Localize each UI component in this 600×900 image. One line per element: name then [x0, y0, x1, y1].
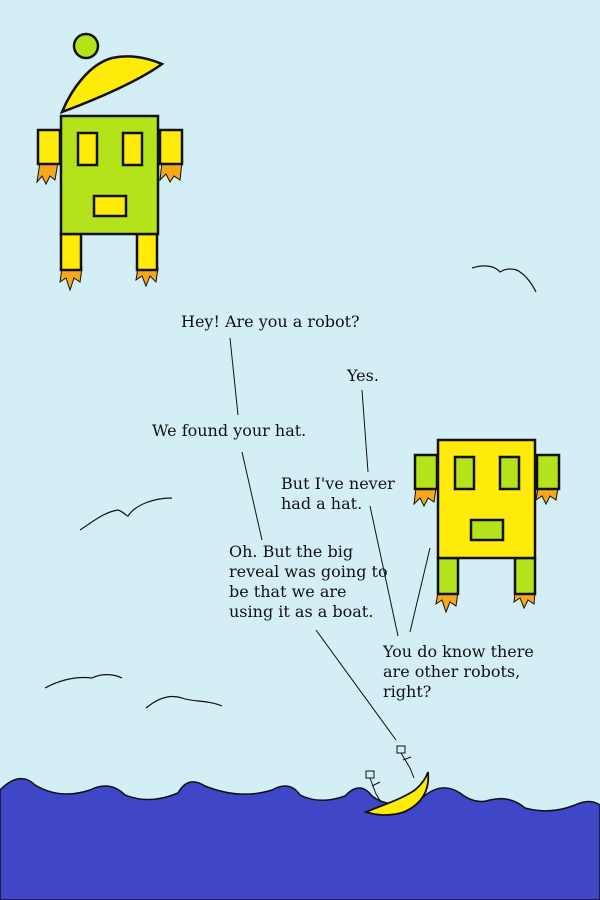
bird-icon	[44, 674, 123, 689]
speech-line: reveal was going to	[229, 562, 388, 581]
tiny-robot-icon	[365, 770, 382, 803]
bird-icon	[145, 695, 223, 709]
robot-leg	[135, 232, 159, 272]
speech-line: are other robots,	[383, 662, 521, 681]
speech-line: Oh. But the big	[229, 542, 354, 561]
bird-icon	[79, 497, 173, 531]
green-robot	[36, 32, 184, 292]
robot-arm	[413, 453, 439, 491]
robot-eye	[498, 455, 521, 491]
bird-icon	[471, 265, 537, 293]
speech-line: right?	[383, 682, 432, 701]
pointer-line	[409, 547, 431, 633]
robot-arm	[535, 453, 561, 491]
birds	[44, 265, 537, 709]
speech-pointers	[229, 337, 431, 741]
robot-leg	[436, 556, 460, 596]
robot-eye	[121, 131, 144, 167]
hat-pompom	[72, 32, 100, 60]
tiny-robot-icon	[396, 745, 415, 779]
pointer-line	[315, 629, 397, 741]
flame-icon	[413, 487, 437, 508]
robot-mouth	[469, 518, 505, 542]
yellow-robot	[413, 438, 561, 614]
speech-found-hat: We found your hat.	[152, 421, 307, 440]
hat-boat	[363, 745, 430, 816]
speech-hey-robot: Hey! Are you a robot?	[181, 312, 360, 331]
sea	[0, 777, 600, 900]
robot-arm	[36, 128, 62, 166]
robot-leg	[59, 232, 83, 272]
pointer-line	[241, 451, 263, 541]
robot-mouth	[92, 194, 128, 218]
pointer-line	[361, 389, 369, 473]
boat-hat-icon	[363, 771, 430, 816]
pointer-line	[229, 337, 239, 416]
robot-leg	[513, 556, 537, 596]
speech-yes: Yes.	[347, 366, 379, 385]
robot-arm	[158, 128, 184, 166]
speech-line: had a hat.	[281, 494, 363, 513]
speech-line: be that we are	[229, 582, 347, 601]
speech-other-robots: You do know there are other robots, righ…	[383, 642, 534, 702]
robot-eye	[76, 131, 99, 167]
robot-eye	[453, 455, 476, 491]
pointer-line	[369, 505, 399, 637]
speech-line: You do know there	[383, 642, 534, 661]
speech-line: But I've never	[281, 474, 395, 493]
hat-icon	[59, 55, 165, 115]
speech-never-hat: But I've never had a hat.	[281, 474, 395, 514]
speech-big-reveal: Oh. But the big reveal was going to be t…	[229, 542, 388, 622]
speech-line: using it as a boat.	[229, 602, 374, 621]
